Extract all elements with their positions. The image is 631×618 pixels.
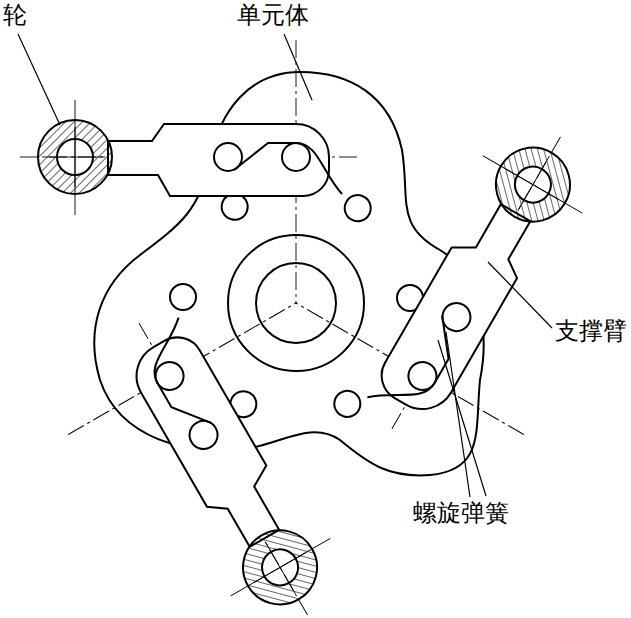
body-holes — [226, 190, 376, 423]
leader-line — [438, 340, 486, 496]
body-holes — [216, 189, 366, 422]
arm-assembly — [264, 64, 631, 490]
leader-line — [488, 262, 552, 328]
leader-line — [446, 332, 470, 497]
part-label: 轮 — [2, 2, 28, 30]
arm-assembly — [36, 248, 434, 618]
arm-assembly — [20, 40, 360, 303]
part-label: 支撑臂 — [554, 318, 628, 346]
part-label: 螺旋弹簧 — [412, 500, 510, 528]
leader-line — [18, 34, 60, 125]
leader-line — [284, 34, 312, 100]
part-label: 单元体 — [236, 2, 310, 30]
